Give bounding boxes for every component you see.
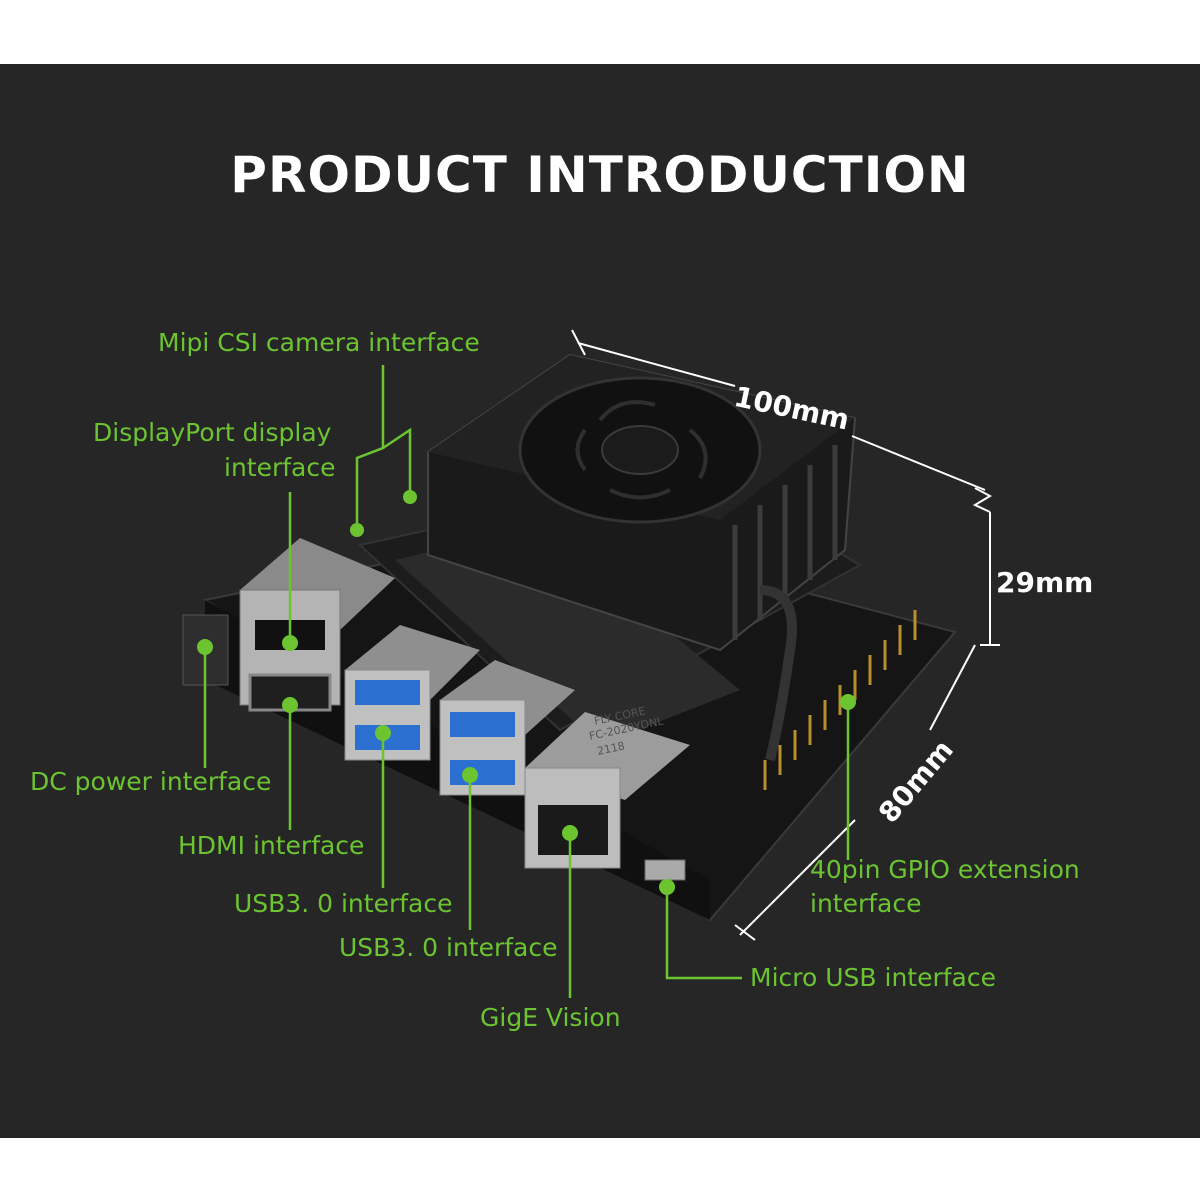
callout-lines <box>203 365 850 998</box>
micro-usb-port <box>644 859 686 881</box>
dimension-lines <box>571 329 1000 941</box>
callout-dots <box>197 490 856 895</box>
label-usb3-first: USB3. 0 interface <box>234 889 453 918</box>
rj45-port <box>524 712 690 869</box>
label-micro-usb: Micro USB interface <box>750 963 996 992</box>
m2-connector <box>395 525 740 745</box>
gpio-header <box>763 610 917 790</box>
fan-cable <box>759 585 797 762</box>
fan-hub <box>601 425 679 475</box>
dimension-height: 29mm <box>996 566 1094 599</box>
label-displayport-line2: interface <box>224 453 336 482</box>
label-dc-power: DC power interface <box>30 767 272 796</box>
rj45-marking-3: 2118 <box>596 739 626 758</box>
label-gpio-line1: 40pin GPIO extension <box>810 855 1080 884</box>
heatsink-fins <box>732 445 838 640</box>
label-hdmi: HDMI interface <box>178 831 365 860</box>
displayport-top <box>240 538 395 630</box>
label-mipi-csi: Mipi CSI camera interface <box>158 328 480 357</box>
label-usb3-second: USB3. 0 interface <box>339 933 558 962</box>
usb-stack-1 <box>344 625 480 761</box>
fan-blades <box>575 400 708 500</box>
label-gige-vision: GigE Vision <box>480 1003 621 1032</box>
label-displayport-line1: DisplayPort display <box>93 418 332 447</box>
usb-stack-2 <box>439 660 575 796</box>
label-gpio-line2: interface <box>810 889 922 918</box>
page-title: PRODUCT INTRODUCTION <box>230 146 970 204</box>
